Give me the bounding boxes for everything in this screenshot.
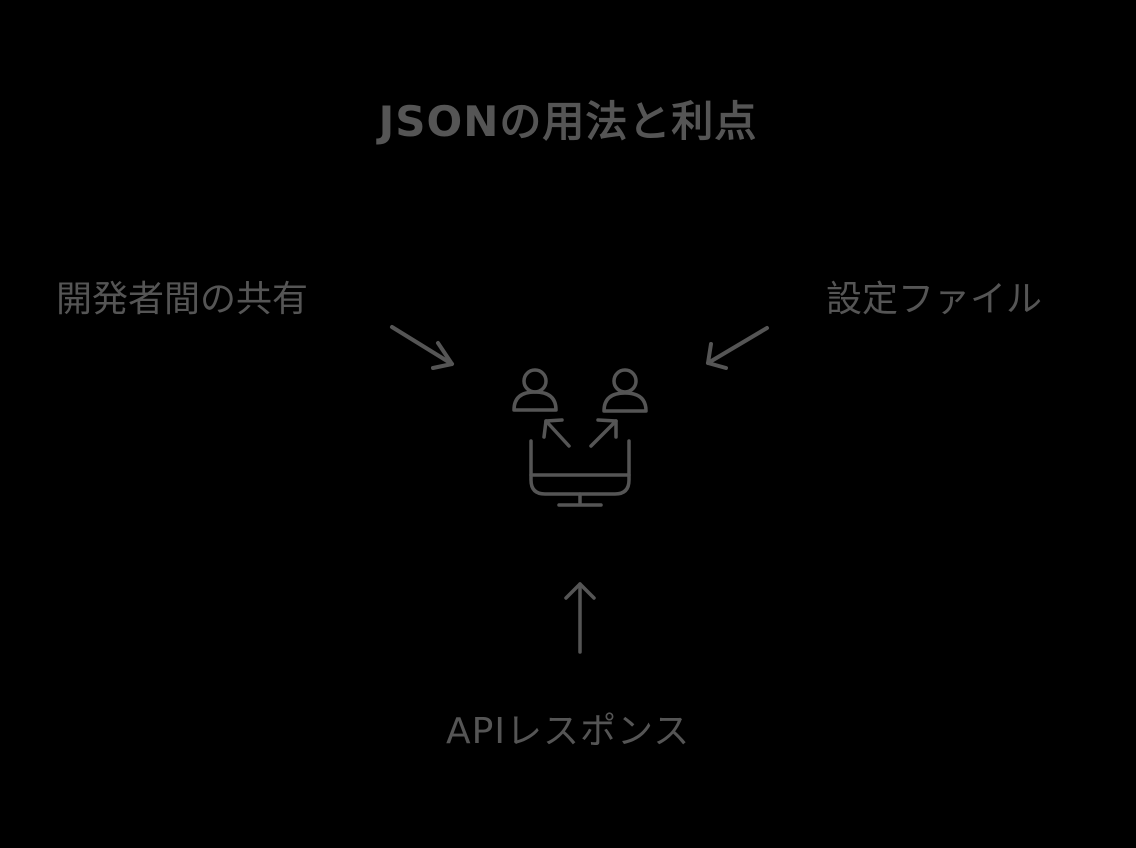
users-exchange-monitor-icon bbox=[512, 368, 648, 507]
node-label-config-files: 設定ファイル bbox=[826, 279, 1043, 320]
arrow-right-to-center-icon bbox=[706, 326, 769, 370]
arrow-left-to-center-icon bbox=[390, 325, 454, 370]
node-label-api-response: APIレスポンス bbox=[446, 711, 691, 752]
diagram-title: JSONの用法と利点 bbox=[378, 97, 758, 146]
node-label-developer-sharing: 開発者間の共有 bbox=[56, 279, 309, 320]
arrow-bottom-to-center-icon bbox=[564, 582, 596, 654]
